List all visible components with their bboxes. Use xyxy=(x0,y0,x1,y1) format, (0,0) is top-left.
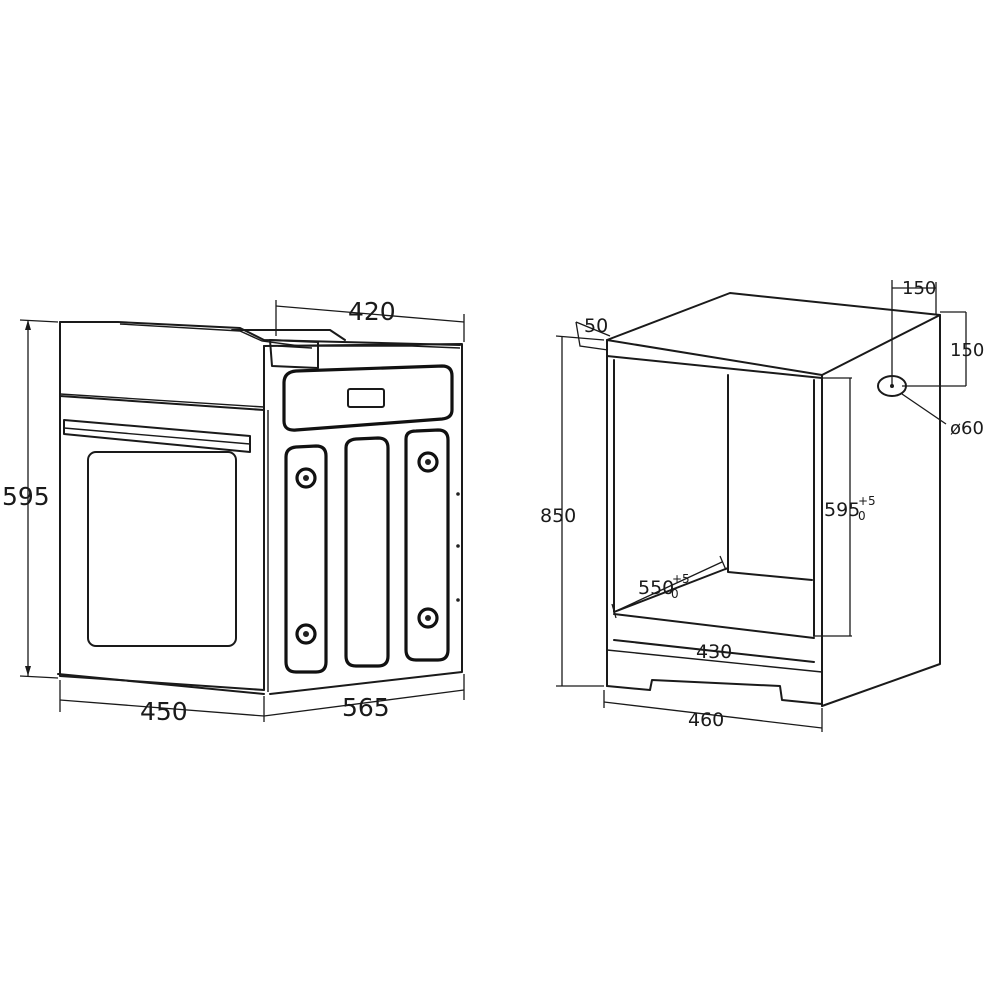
oven-door-handle xyxy=(63,419,251,453)
oven-height-label: 595 xyxy=(2,482,50,511)
niche-opening-height-tol-lower: 0 xyxy=(858,509,866,523)
oven-top-vent xyxy=(231,329,346,341)
oven-width-label: 450 xyxy=(140,697,188,726)
rivet-icon xyxy=(456,492,460,496)
oven-top-edge xyxy=(59,321,461,346)
hole-diameter-label: ø60 xyxy=(950,418,984,439)
niche-outer-width-label: 460 xyxy=(688,709,724,731)
oven-control-panel xyxy=(59,321,265,411)
oven-side-panel xyxy=(263,343,463,695)
oven-side-rib-right xyxy=(404,428,450,662)
niche-opening-depth-tol-lower: 0 xyxy=(671,587,679,601)
oven-top-rim xyxy=(119,323,461,349)
oven-door-window xyxy=(87,451,237,647)
screw-icon xyxy=(303,475,309,481)
oven-door-handle-line xyxy=(63,427,251,445)
screw-icon xyxy=(425,459,431,465)
niche-plinth xyxy=(606,679,823,705)
oven-side-label-plate xyxy=(347,388,385,408)
hole-vertical-offset-label: 150 xyxy=(950,340,984,361)
oven-depth-label: 565 xyxy=(342,693,390,722)
oven-door-outline xyxy=(59,395,265,691)
oven-side-top-recess xyxy=(282,364,454,432)
niche-inner-width-label: 430 xyxy=(696,641,732,663)
oven-bottom-edge xyxy=(57,673,265,695)
niche-plinth-top xyxy=(606,649,823,673)
oven-dimension-lines xyxy=(19,300,465,722)
screw-icon xyxy=(417,607,439,629)
oven-panel-seam xyxy=(59,393,265,408)
niche-opening-depth-label: 550 xyxy=(638,577,674,599)
niche-shelf-front xyxy=(613,613,815,639)
niche-front-top-rail xyxy=(606,355,823,379)
niche-dimension-lines xyxy=(555,280,967,732)
hole-horizontal-offset-label: 150 xyxy=(902,278,936,299)
niche-opening-height-tol-upper: +5 xyxy=(858,494,876,508)
niche-opening-left xyxy=(613,359,729,613)
niche-height-label: 850 xyxy=(540,505,576,527)
oven-rear-bracket xyxy=(269,339,319,369)
oven-drawing xyxy=(19,300,465,722)
niche-opening-depth-tol-upper: +5 xyxy=(672,572,690,586)
oven-side-rib-middle xyxy=(344,436,390,668)
screw-icon xyxy=(303,631,309,637)
rivet-icon xyxy=(456,598,460,602)
screw-icon xyxy=(295,623,317,645)
niche-top-face xyxy=(606,292,941,376)
screw-icon xyxy=(295,467,317,489)
niche-back-wall xyxy=(727,374,813,581)
screw-icon xyxy=(425,615,431,621)
oven-side-rib-left xyxy=(284,444,328,674)
dimension-labels: 595 450 565 420 50 850 595 +5 0 550 +5 0… xyxy=(2,278,984,731)
rivet-icon xyxy=(456,544,460,548)
niche-top-offset-label: 50 xyxy=(584,315,608,337)
niche-opening-height-label: 595 xyxy=(824,499,860,521)
niche-right-side xyxy=(821,314,941,707)
oven-back-width-label: 420 xyxy=(348,297,396,326)
screw-icon xyxy=(417,451,439,473)
niche-drawing xyxy=(555,280,967,732)
